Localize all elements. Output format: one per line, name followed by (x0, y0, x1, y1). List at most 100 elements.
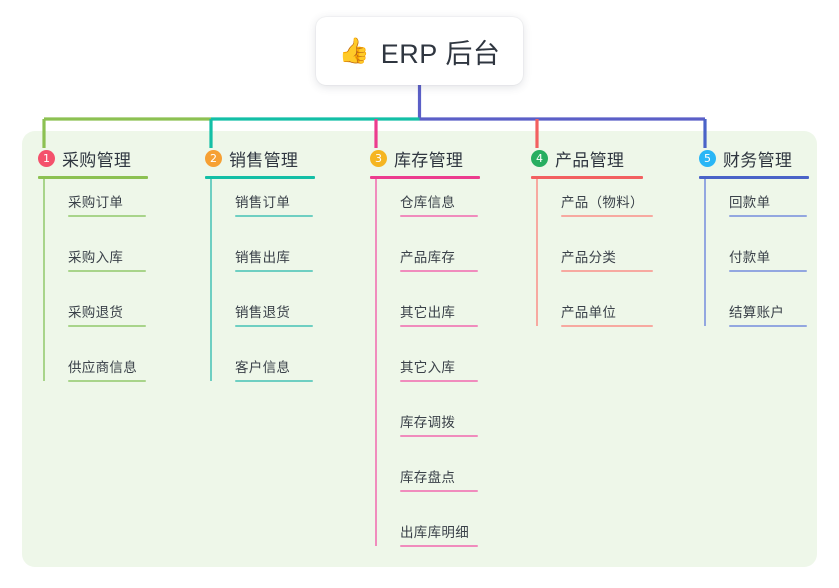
leaf-list: 采购订单采购入库采购退货供应商信息 (38, 179, 148, 399)
leaf-label: 销售订单 (235, 195, 291, 210)
leaf-item[interactable]: 产品单位 (531, 289, 653, 344)
root-node-card[interactable]: 👍 ERP 后台 (316, 17, 523, 85)
leaf-item[interactable]: 仓库信息 (370, 179, 480, 234)
leaf-label: 其它出库 (400, 305, 456, 320)
leaf-underline (235, 215, 313, 217)
branch-column-5: 5 财务管理回款单付款单结算账户 (699, 146, 809, 344)
branch-header-5[interactable]: 5 财务管理 (699, 146, 809, 170)
root-node-title: ERP 后台 (380, 38, 501, 69)
leaf-item[interactable]: 付款单 (699, 234, 809, 289)
branch-number-badge: 4 (531, 150, 548, 167)
leaf-item[interactable]: 采购退货 (38, 289, 148, 344)
leaf-label: 库存盘点 (400, 470, 456, 485)
leaf-label: 仓库信息 (400, 195, 456, 210)
leaf-underline (400, 435, 478, 437)
leaf-item[interactable]: 回款单 (699, 179, 809, 234)
branch-spine (375, 179, 377, 546)
leaf-list: 仓库信息产品库存其它出库其它入库库存调拨库存盘点出库库明细 (370, 179, 480, 564)
leaf-underline (561, 215, 653, 217)
leaf-item[interactable]: 库存盘点 (370, 454, 480, 509)
leaf-underline (400, 380, 478, 382)
leaf-underline (561, 325, 653, 327)
branch-title: 库存管理 (394, 151, 464, 170)
leaf-underline (68, 325, 146, 327)
branch-spine (704, 179, 706, 326)
branch-title: 财务管理 (723, 151, 793, 170)
leaf-underline (235, 325, 313, 327)
branch-number-badge: 1 (38, 150, 55, 167)
branch-header-1[interactable]: 1 采购管理 (38, 146, 148, 170)
leaf-item[interactable]: 销售出库 (205, 234, 315, 289)
leaf-underline (235, 380, 313, 382)
branch-spine (536, 179, 538, 326)
branch-header-2[interactable]: 2 销售管理 (205, 146, 315, 170)
branch-number-badge: 5 (699, 150, 716, 167)
leaf-underline (561, 270, 653, 272)
leaf-item[interactable]: 采购订单 (38, 179, 148, 234)
branch-column-2: 2 销售管理销售订单销售出库销售退货客户信息 (205, 146, 315, 399)
branch-number-badge: 3 (370, 150, 387, 167)
leaf-label: 销售退货 (235, 305, 291, 320)
leaf-list: 回款单付款单结算账户 (699, 179, 809, 344)
leaf-item[interactable]: 出库库明细 (370, 509, 480, 564)
leaf-label: 回款单 (729, 195, 771, 210)
leaf-item[interactable]: 产品分类 (531, 234, 653, 289)
leaf-label: 供应商信息 (68, 360, 137, 375)
leaf-label: 销售出库 (235, 250, 291, 265)
leaf-item[interactable]: 销售退货 (205, 289, 315, 344)
branch-underline (38, 176, 148, 179)
leaf-label: 采购退货 (68, 305, 124, 320)
leaf-underline (400, 270, 478, 272)
leaf-item[interactable]: 销售订单 (205, 179, 315, 234)
branch-spine (210, 179, 212, 381)
branch-underline (531, 176, 643, 179)
thumbs-up-icon: 👍 (338, 36, 370, 65)
leaf-item[interactable]: 结算账户 (699, 289, 809, 344)
leaf-label: 采购入库 (68, 250, 124, 265)
leaf-label: 付款单 (729, 250, 771, 265)
leaf-item[interactable]: 库存调拨 (370, 399, 480, 454)
leaf-label: 结算账户 (729, 305, 785, 320)
branches-panel (22, 131, 817, 567)
branch-title: 采购管理 (62, 151, 132, 170)
leaf-underline (729, 215, 807, 217)
leaf-label: 出库库明细 (400, 525, 469, 540)
leaf-item[interactable]: 客户信息 (205, 344, 315, 399)
branch-title: 产品管理 (555, 151, 625, 170)
leaf-item[interactable]: 供应商信息 (38, 344, 148, 399)
leaf-item[interactable]: 其它出库 (370, 289, 480, 344)
branch-header-4[interactable]: 4 产品管理 (531, 146, 643, 170)
leaf-underline (729, 270, 807, 272)
branch-column-1: 1 采购管理采购订单采购入库采购退货供应商信息 (38, 146, 148, 399)
leaf-label: 库存调拨 (400, 415, 456, 430)
leaf-list: 销售订单销售出库销售退货客户信息 (205, 179, 315, 399)
leaf-underline (400, 325, 478, 327)
leaf-item[interactable]: 产品（物料） (531, 179, 653, 234)
leaf-item[interactable]: 产品库存 (370, 234, 480, 289)
leaf-item[interactable]: 采购入库 (38, 234, 148, 289)
branch-number-badge: 2 (205, 150, 222, 167)
branch-underline (699, 176, 809, 179)
leaf-label: 产品分类 (561, 250, 617, 265)
leaf-underline (68, 215, 146, 217)
leaf-item[interactable]: 其它入库 (370, 344, 480, 399)
branch-header-3[interactable]: 3 库存管理 (370, 146, 480, 170)
leaf-underline (235, 270, 313, 272)
branch-column-4: 4 产品管理产品（物料） 产品分类产品单位 (531, 146, 653, 344)
branch-column-3: 3 库存管理仓库信息产品库存其它出库其它入库库存调拨库存盘点出库库明细 (370, 146, 480, 564)
leaf-label: 产品库存 (400, 250, 456, 265)
leaf-underline (400, 545, 478, 547)
leaf-underline (400, 490, 478, 492)
branch-title: 销售管理 (229, 151, 299, 170)
branch-spine (43, 179, 45, 381)
leaf-label: 产品（物料） (561, 195, 644, 210)
leaf-label: 其它入库 (400, 360, 456, 375)
branch-underline (205, 176, 315, 179)
leaf-list: 产品（物料） 产品分类产品单位 (531, 179, 653, 344)
leaf-label: 采购订单 (68, 195, 124, 210)
leaf-underline (68, 380, 146, 382)
leaf-underline (400, 215, 478, 217)
leaf-label: 产品单位 (561, 305, 617, 320)
leaf-underline (68, 270, 146, 272)
